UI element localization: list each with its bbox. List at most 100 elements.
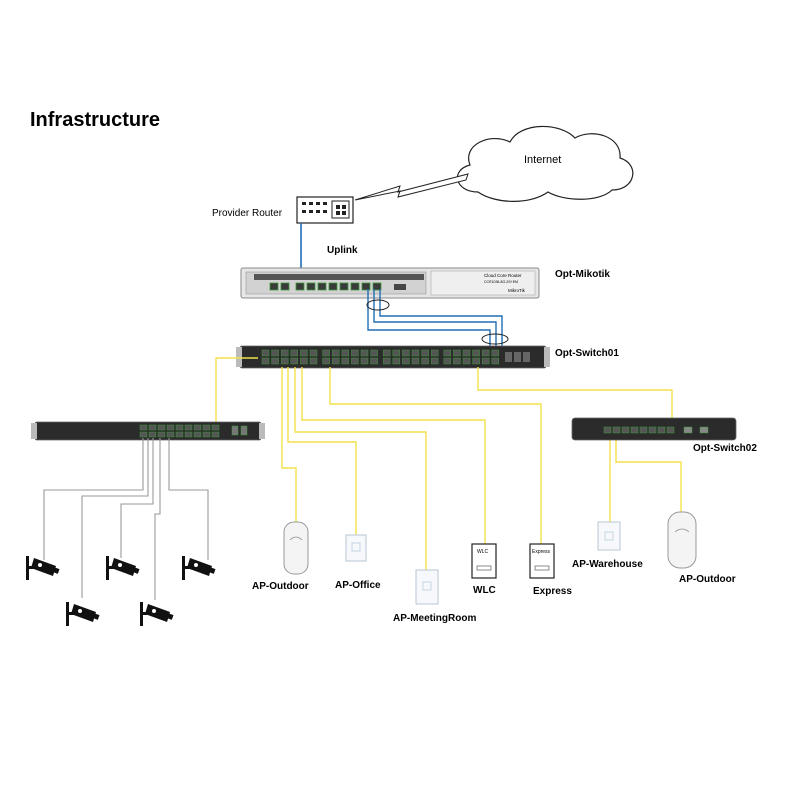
core-router-label: Opt-Mikotik	[555, 269, 610, 280]
core-router-brand-panel	[430, 270, 536, 296]
security-camera-icon	[66, 602, 100, 626]
switch01-port	[370, 349, 378, 357]
switch01-port	[382, 349, 391, 357]
internet-label: Internet	[524, 154, 561, 166]
switch01-port	[300, 357, 308, 365]
ap-outdoor-2[interactable]	[667, 511, 697, 569]
switch01-label: Opt-Switch01	[555, 348, 619, 359]
switch01-port	[491, 357, 500, 365]
core-router-brand-2: CCR1036-8G-2S+EM	[484, 280, 518, 284]
lag-link-2	[373, 289, 497, 353]
cloud-shape	[456, 125, 634, 202]
ap-office-label: AP-Office	[335, 580, 381, 591]
switch01-port	[411, 357, 420, 365]
link-camera-3	[120, 438, 154, 558]
express-device[interactable]: Express	[529, 543, 555, 579]
switch01-port	[443, 349, 452, 357]
camera-switch-chassis	[34, 421, 262, 441]
link-camera-1	[43, 438, 144, 560]
lag-links	[367, 289, 503, 353]
ap-meetingroom-body	[415, 569, 439, 605]
switch01-port	[481, 349, 490, 357]
switch01-port	[411, 349, 420, 357]
camera-links	[43, 438, 209, 600]
provider-router-label: Provider Router	[212, 208, 283, 219]
switch01-port	[392, 349, 401, 357]
switch01-port	[280, 349, 289, 357]
switch01-port	[430, 357, 439, 365]
link-ap-meetingroom	[294, 367, 427, 570]
page-title: Infrastructure	[30, 109, 160, 131]
switch01-port	[462, 357, 471, 365]
express-tag: Express	[532, 549, 551, 555]
switch01[interactable]	[236, 345, 550, 369]
wlc-tag: WLC	[477, 549, 489, 555]
wlc-device[interactable]: WLC	[471, 543, 497, 579]
switch01-port	[290, 349, 299, 357]
ap-meetingroom[interactable]	[415, 569, 439, 605]
core-router-console-port	[394, 284, 406, 290]
ap-warehouse-body	[597, 521, 621, 551]
camera-switch[interactable]	[31, 421, 265, 441]
security-camera-icon	[140, 602, 174, 626]
ap-outdoor-1-label: AP-Outdoor	[252, 581, 309, 592]
switch01-port	[453, 349, 461, 357]
provider-router-port-block	[331, 200, 350, 219]
express-body	[529, 543, 555, 579]
switch01-chassis	[239, 345, 547, 369]
switch01-port	[300, 349, 308, 357]
switch01-port	[421, 357, 429, 365]
ap-outdoor-2-label: AP-Outdoor	[679, 574, 736, 585]
link-ap-office	[287, 367, 357, 535]
switch01-port	[280, 357, 289, 365]
switch01-port	[402, 357, 410, 365]
security-camera-icon	[106, 556, 140, 580]
core-router[interactable]: Cloud Core Router CCR1036-8G-2S+EM Mikro…	[240, 267, 540, 299]
link-ap-outdoor-1	[281, 367, 297, 522]
link-camera-switch	[215, 357, 258, 424]
lag-link-3	[379, 289, 503, 353]
lag-group-marker-top	[366, 299, 390, 311]
switch01-port	[443, 357, 452, 365]
core-router-brand-1: Cloud Core Router	[484, 273, 522, 278]
provider-router[interactable]	[296, 196, 354, 224]
wlc-body	[471, 543, 497, 579]
camera-switch-ports	[139, 424, 248, 438]
switch01-port	[360, 349, 369, 357]
link-camera-2	[81, 438, 149, 598]
ap-outdoor-1[interactable]	[283, 521, 309, 575]
switch01-port	[309, 357, 318, 365]
link-camera-4	[154, 438, 161, 600]
core-router-ports	[269, 282, 382, 291]
link-ap-outdoor-2	[615, 440, 682, 515]
switch01-port	[392, 357, 401, 365]
switch01-port	[472, 357, 480, 365]
core-router-vent	[254, 274, 424, 280]
switch01-port	[382, 357, 391, 365]
ap-office-body	[345, 534, 367, 562]
switch01-port	[360, 357, 369, 365]
ap-outdoor-2-body	[667, 511, 697, 569]
switch01-port	[430, 349, 439, 357]
wlc-label: WLC	[473, 585, 496, 596]
switch01-port	[351, 357, 359, 365]
ap-office[interactable]	[345, 534, 367, 562]
camera-group	[26, 556, 216, 626]
switch01-ports	[261, 349, 500, 365]
switch01-ear-right	[544, 347, 550, 367]
switch01-port	[351, 349, 359, 357]
switch01-port	[462, 349, 471, 357]
switch01-port	[491, 349, 500, 357]
ap-outdoor-1-body	[283, 521, 309, 575]
switch02[interactable]	[571, 417, 737, 441]
switch01-port	[331, 349, 340, 357]
lag-group-marker-bottom	[481, 333, 509, 345]
ap-warehouse[interactable]	[597, 521, 621, 551]
uplink-label: Uplink	[327, 245, 358, 256]
switch01-port	[421, 349, 429, 357]
security-camera-icon	[182, 556, 216, 580]
switch01-port	[341, 349, 350, 357]
switch01-port	[322, 357, 330, 365]
link-camera-5	[168, 438, 209, 560]
